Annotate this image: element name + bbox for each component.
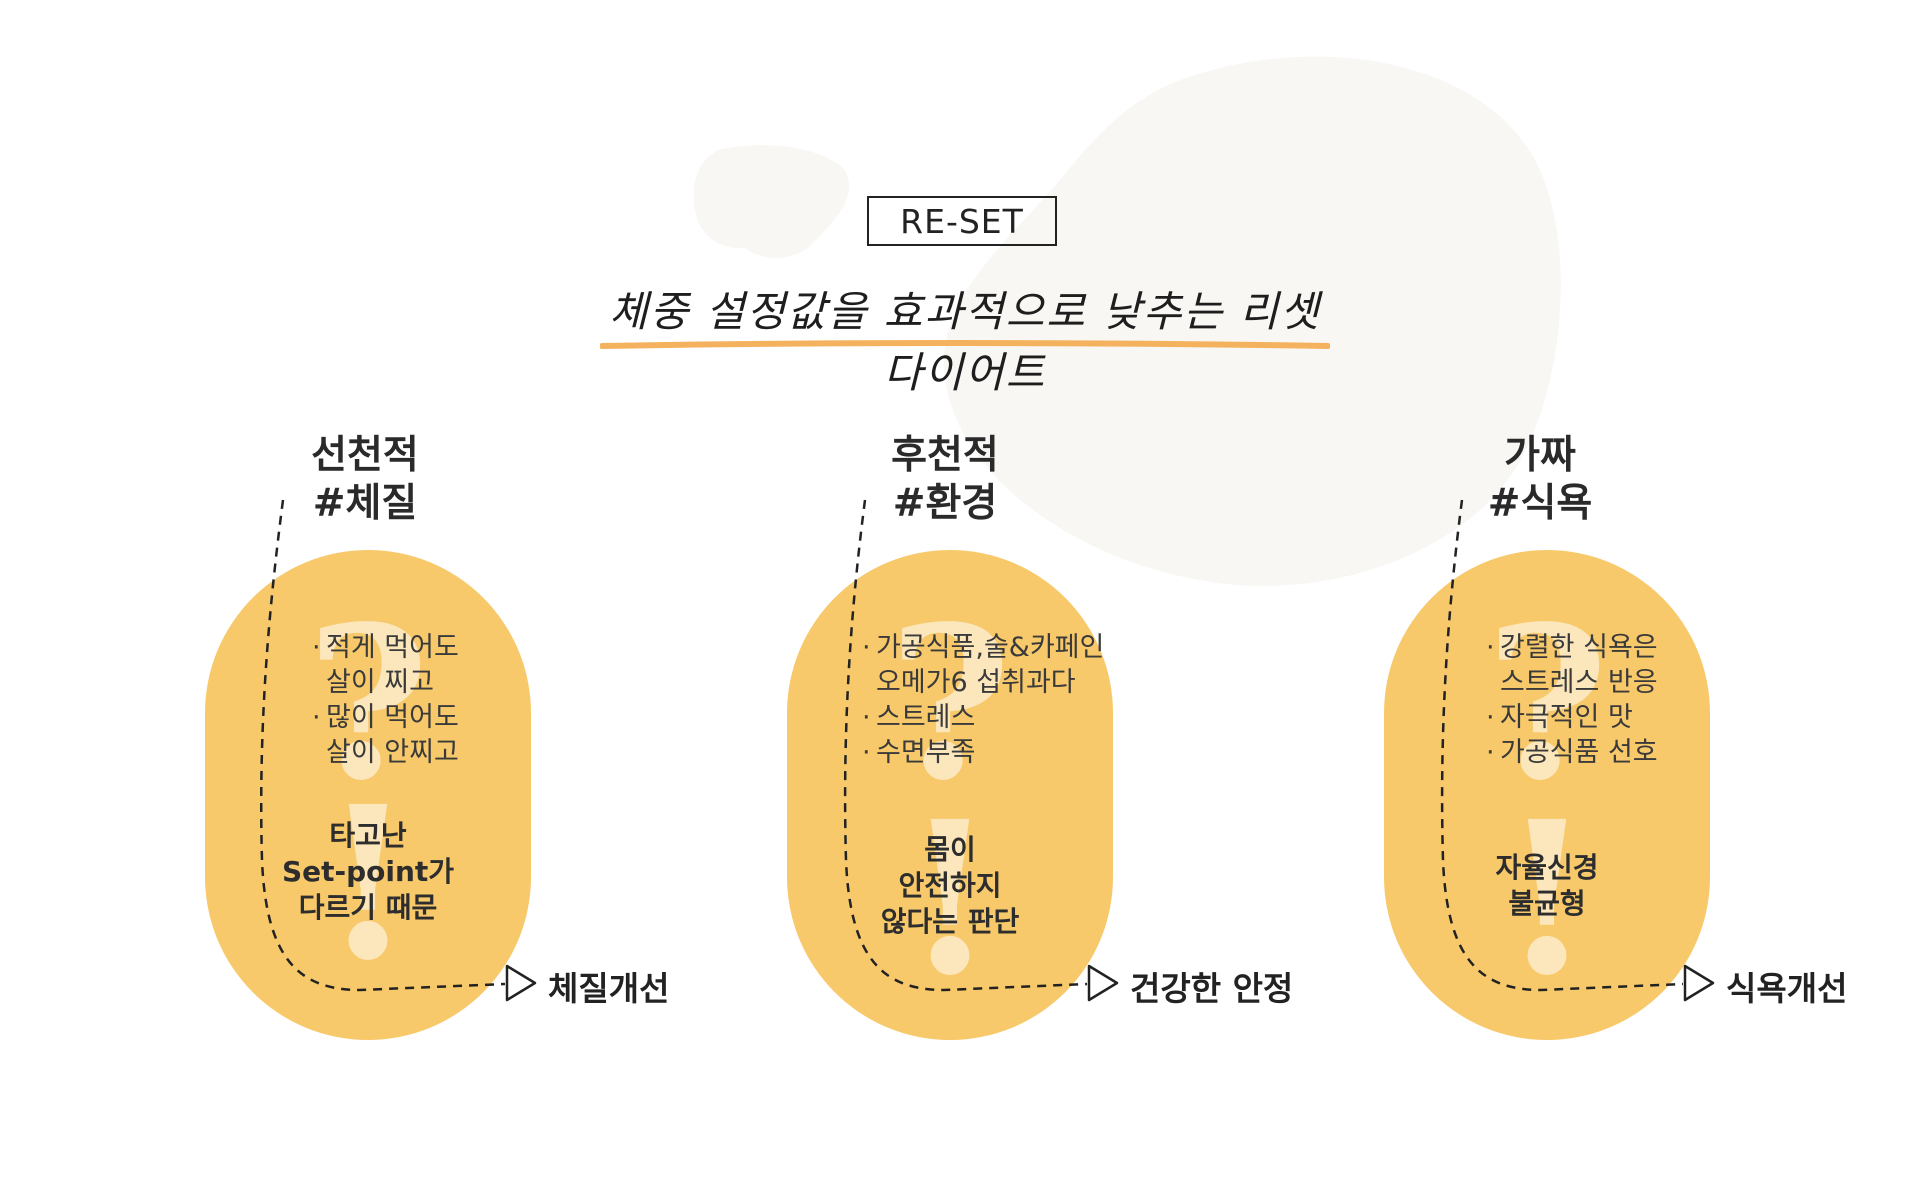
bullet-item: 가공식품,술&카페인 — [862, 630, 1104, 665]
constitution-bullet-list: 적게 먹어도 살이 찌고 많이 먹어도 살이 안찌고 — [312, 630, 459, 770]
exclamation-mark-icon: ! — [321, 760, 415, 1007]
bullet-item: 오메가6 섭취과다 — [876, 667, 1076, 698]
column-title-environment: 후천적 #환경 — [815, 432, 1075, 528]
flow-line-environment — [843, 499, 1088, 992]
bullet-item: 자극적인 맛 — [1486, 700, 1658, 735]
result-constitution: 체질개선 — [548, 969, 670, 1008]
cause-line: 불균형 — [1508, 887, 1586, 920]
column-title-tag: #식욕 — [1487, 481, 1593, 526]
bullet-item: 수면부족 — [862, 735, 1104, 770]
column-title-line: 후천적 — [891, 433, 999, 478]
appetite-cause: 자율신경 불균형 — [1384, 850, 1710, 922]
exclamation-mark-icon: ! — [903, 775, 997, 1022]
result-environment: 건강한 안정 — [1130, 969, 1294, 1008]
cause-line: Set-point가 — [281, 855, 455, 888]
cause-line: 자율신경 — [1495, 851, 1599, 884]
arrowhead-icon — [1087, 964, 1119, 1002]
headline-underline — [600, 340, 1330, 349]
bullet-item: 가공식품 선호 — [1486, 735, 1658, 770]
column-title-tag: #체질 — [312, 481, 418, 526]
column-title-line: 가짜 — [1504, 433, 1576, 478]
flow-line-constitution — [259, 499, 506, 992]
bullet-item: 스트레스 — [862, 700, 1104, 735]
bullet-item: 강렬한 식욕은 — [1486, 630, 1658, 665]
headline: 체중 설정값을 효과적으로 낮추는 리셋 다이어트 — [609, 287, 1321, 397]
column-title-appetite: 가짜 #식욕 — [1410, 432, 1670, 528]
appetite-bullet-list: 강렬한 식욕은 스트레스 반응 자극적인 맛 가공식품 선호 — [1486, 630, 1658, 770]
result-appetite: 식욕개선 — [1726, 969, 1848, 1008]
cause-line: 안전하지 — [898, 869, 1002, 902]
cause-line: 타고난 — [329, 819, 407, 852]
bullet-item: 살이 찌고 — [326, 667, 434, 698]
column-title-constitution: 선천적 #체질 — [235, 432, 495, 528]
bullet-item: 살이 안찌고 — [326, 737, 459, 768]
column-title-line: 선천적 — [311, 433, 419, 478]
cause-line: 다르기 때문 — [298, 891, 438, 924]
bullet-item: 적게 먹어도 — [312, 630, 459, 665]
flow-line-appetite — [1440, 499, 1684, 992]
cause-line: 않다는 판단 — [880, 905, 1020, 938]
arrowhead-icon — [505, 964, 537, 1002]
constitution-cause: 타고난 Set-point가 다르기 때문 — [205, 818, 531, 926]
arrowhead-icon — [1683, 964, 1715, 1002]
environment-bullet-list: 가공식품,술&카페인 오메가6 섭취과다 스트레스 수면부족 — [862, 630, 1104, 770]
bullet-item: 많이 먹어도 — [312, 700, 459, 735]
column-title-tag: #환경 — [892, 481, 998, 526]
environment-cause: 몸이 안전하지 않다는 판단 — [787, 832, 1113, 940]
exclamation-mark-icon: ! — [1500, 775, 1594, 1022]
cause-line: 몸이 — [924, 833, 976, 866]
reset-badge: RE-SET — [867, 196, 1057, 246]
bullet-item: 스트레스 반응 — [1500, 667, 1658, 698]
